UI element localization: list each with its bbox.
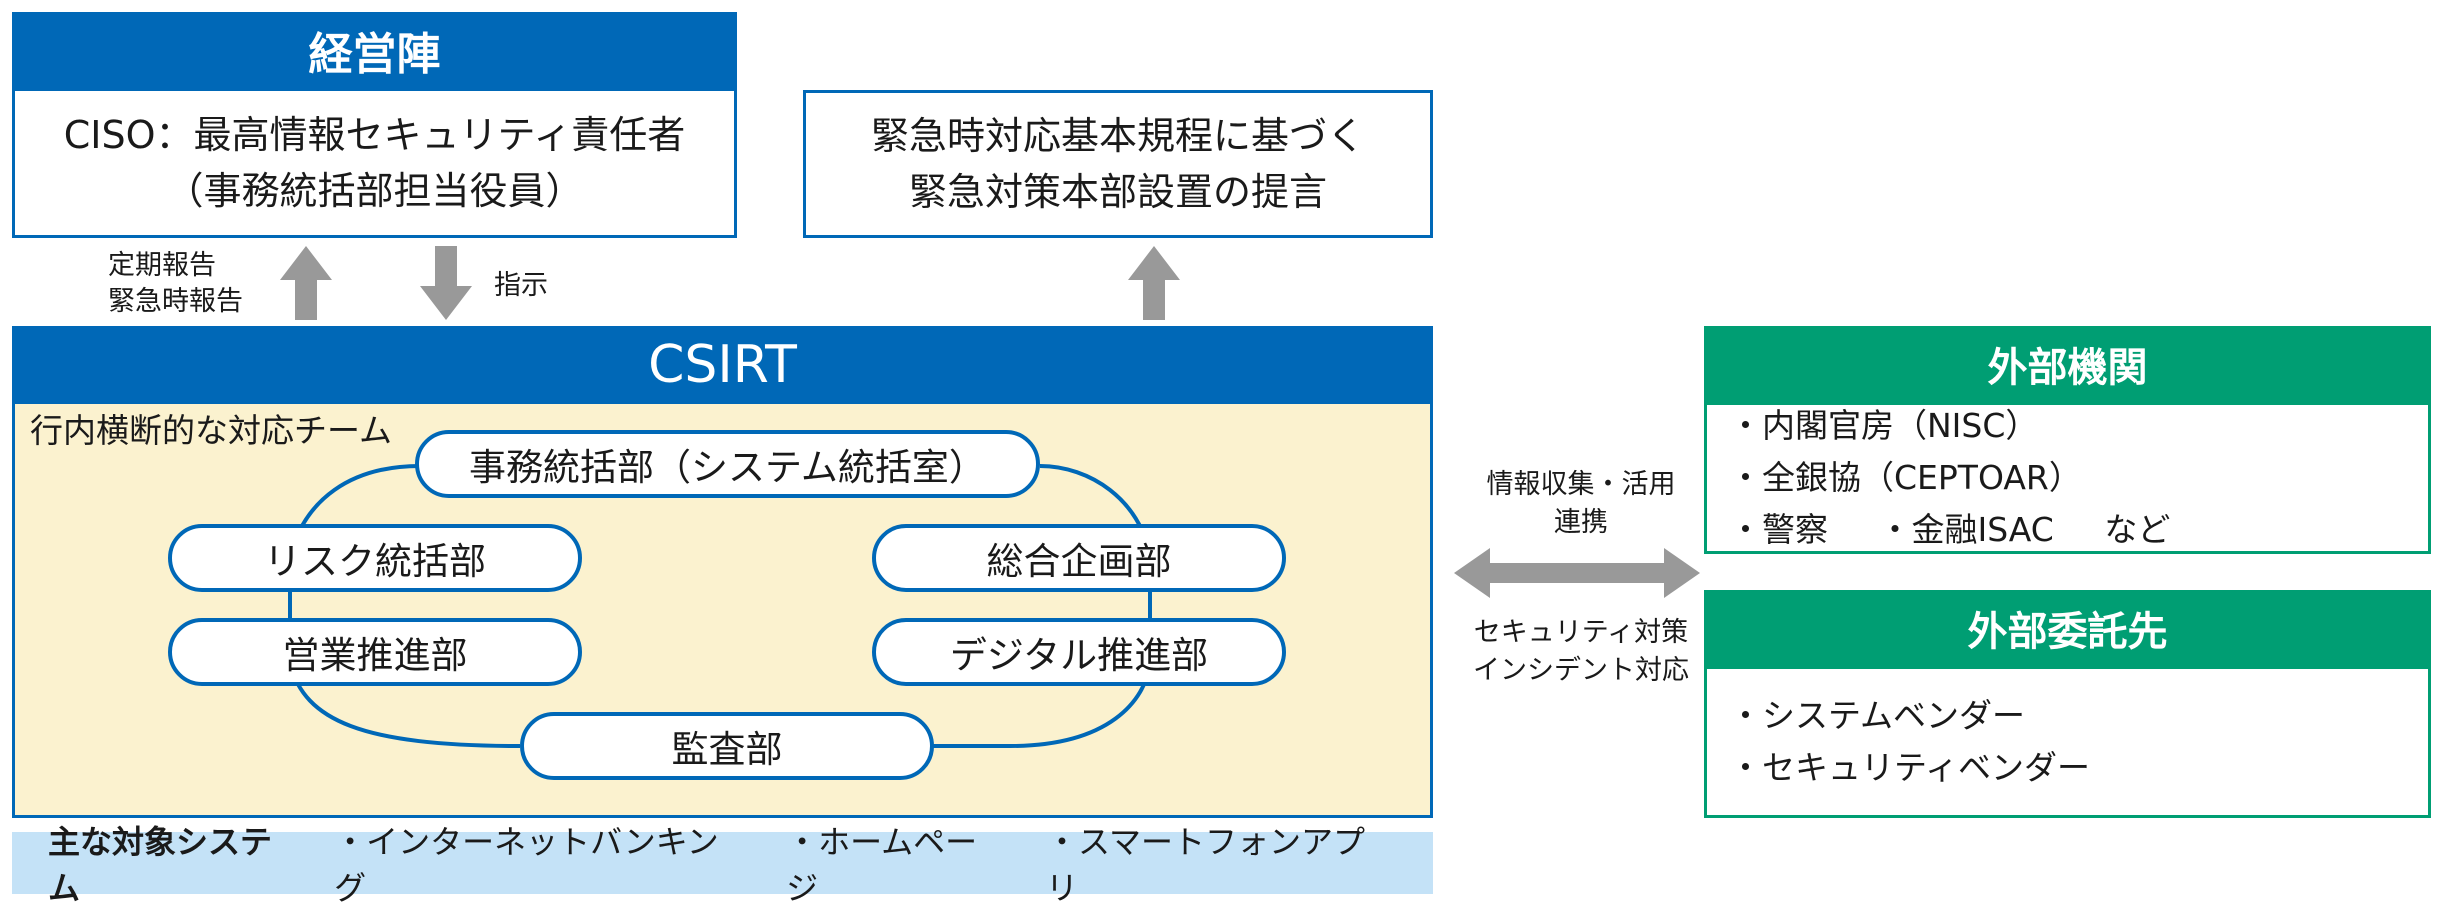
emergency-box: 緊急時対応基本規程に基づく 緊急対策本部設置の提言 — [803, 90, 1433, 238]
external-org-item: ・警察 — [1729, 510, 1828, 549]
external-orgs-title: 外部機関 — [1987, 345, 2148, 391]
dept-general-affairs: 事務統括部（システム統括室） — [415, 430, 1040, 498]
exchange-cooperation: 連携 — [1554, 507, 1608, 538]
external-orgs-header: 外部機関 — [1704, 326, 2431, 402]
dept-general-affairs-label: 事務統括部（システム統括室） — [469, 446, 986, 489]
emergency-line-2: 緊急対策本部設置の提言 — [908, 170, 1327, 214]
external-orgs-body: ・内閣官房（NISC） ・全銀協（CEPTOAR） ・警察 ・金融ISAC など — [1704, 402, 2431, 554]
dept-risk-management-label: リスク統括部 — [264, 540, 486, 583]
dept-sales-promotion-label: 営業推進部 — [282, 634, 468, 677]
exchange-incident-response: インシデント対応 — [1473, 655, 1689, 686]
ciso-box: CISO：最高情報セキュリティ責任者 （事務統括部担当役員） — [12, 88, 737, 238]
dept-audit-label: 監査部 — [671, 728, 783, 771]
instruction-label: 指示 — [494, 270, 548, 301]
report-label-regular: 定期報告 — [108, 250, 216, 281]
proposal-up-arrow — [1128, 246, 1180, 320]
external-orgs-row-1: ・内閣官房（NISC） ・全銀協（CEPTOAR） — [1729, 400, 2428, 504]
exchange-label-top: 情報収集・活用 連携 — [1436, 466, 1726, 542]
target-system-item: ・ホームページ — [786, 823, 978, 907]
dept-risk-management: リスク統括部 — [168, 524, 582, 592]
csirt-header: CSIRT — [12, 326, 1433, 404]
target-systems-bar: 主な対象システム ・インターネットバンキング ・ホームページ ・スマートフォンア… — [12, 823, 1433, 907]
management-header: 経営陣 — [12, 12, 737, 88]
external-org-item: ・金融ISAC — [1878, 510, 2054, 549]
outsourcing-item: ・システムベンダー — [1729, 696, 2026, 735]
external-org-item: など — [2104, 510, 2171, 549]
dept-audit: 監査部 — [520, 712, 934, 780]
emergency-line-1: 緊急時対応基本規程に基づく — [870, 114, 1365, 158]
report-label: 定期報告 緊急時報告 — [108, 248, 243, 320]
exchange-security-measures: セキュリティ対策 — [1473, 617, 1689, 648]
bidirectional-arrow — [1454, 548, 1700, 598]
team-label: 行内横断的な対応チーム — [30, 408, 399, 454]
target-systems-title: 主な対象システム — [48, 823, 273, 907]
exchange-label-bottom: セキュリティ対策 インシデント対応 — [1436, 614, 1726, 690]
report-label-emergency: 緊急時報告 — [108, 286, 243, 317]
dept-sales-promotion: 営業推進部 — [168, 618, 582, 686]
external-orgs-row-2: ・警察 ・金融ISAC など — [1729, 504, 2428, 556]
external-org-item: ・全銀協（CEPTOAR） — [1729, 458, 2082, 497]
external-org-item: ・内閣官房（NISC） — [1729, 406, 2039, 445]
outsourcing-body: ・システムベンダー ・セキュリティベンダー — [1704, 666, 2431, 818]
management-title: 経営陣 — [308, 29, 441, 80]
outsourcing-item: ・セキュリティベンダー — [1729, 748, 2091, 787]
outsourcing-header: 外部委託先 — [1704, 590, 2431, 666]
dept-corporate-planning-label: 総合企画部 — [986, 540, 1172, 583]
report-up-arrow — [280, 246, 332, 320]
dept-digital-promotion-label: デジタル推進部 — [949, 634, 1209, 677]
ciso-title: CISO：最高情報セキュリティ責任者 — [63, 113, 686, 157]
target-system-item: ・スマートフォンアプリ — [1045, 823, 1365, 907]
csirt-title: CSIRT — [648, 335, 797, 395]
target-system-item: ・インターネットバンキング — [334, 823, 719, 907]
dept-digital-promotion: デジタル推進部 — [872, 618, 1286, 686]
ciso-department: （事務統括部担当役員） — [165, 169, 584, 213]
instruction-down-arrow — [420, 246, 472, 320]
exchange-info-collection: 情報収集・活用 — [1486, 469, 1676, 500]
outsourcing-title: 外部委託先 — [1967, 609, 2168, 655]
dept-corporate-planning: 総合企画部 — [872, 524, 1286, 592]
